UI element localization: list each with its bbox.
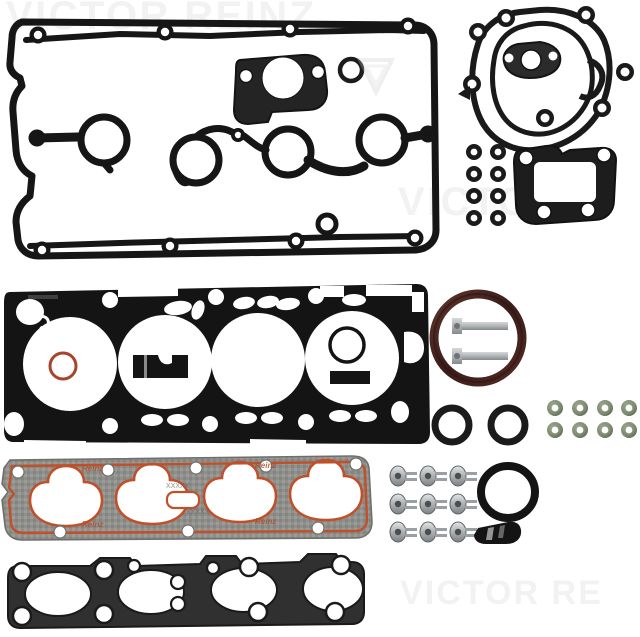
sealing-washers-dark [466, 144, 506, 226]
svg-text:XXXXX: XXXXX [166, 483, 190, 490]
oil-pump-port-gasket [502, 40, 562, 80]
spark-plug-seal-ring-group [32, 113, 433, 187]
intake-ports [28, 458, 364, 528]
thermostat-housing-gasket [512, 144, 618, 226]
camshaft-cap-gasket [232, 53, 329, 126]
head-gasket-bore-oring [48, 351, 78, 381]
rubber-plug [474, 521, 522, 544]
intake-gasket-print-grey: XXXXX XXXXX [166, 483, 210, 516]
head-gasket-passages-top [16, 288, 366, 346]
water-pump-gasket [458, 6, 634, 154]
sealing-washers-green [547, 400, 637, 438]
intake-manifold-gasket: Reinz Reinz Reinz Reinz XXXXX XXXXX [1, 455, 373, 541]
head-gasket-shim-bore2 [133, 355, 188, 378]
reinz-logo-mark [356, 58, 396, 97]
head-gasket-features-bore4 [328, 326, 370, 384]
valve-cover-gasket [6, 17, 440, 260]
exhaust-ports [24, 566, 364, 617]
small-oring-top [337, 56, 365, 84]
orings-medium [431, 404, 529, 446]
svg-text:Reinz: Reinz [255, 517, 276, 526]
svg-text:Reinz: Reinz [82, 520, 103, 529]
head-gasket-passages-bottom [4, 401, 409, 436]
svg-text:Reinz: Reinz [82, 464, 103, 473]
svg-text:XXXXX: XXXXX [186, 509, 210, 516]
intake-gasket-bolt-holes [11, 457, 363, 539]
cylinder-head-gasket [4, 283, 430, 450]
exhaust-gasket-bolt-holes [11, 554, 352, 627]
valve-stem-seals [389, 465, 477, 543]
flange-bolts [452, 318, 508, 364]
intake-gasket-print: Reinz Reinz Reinz Reinz [82, 461, 276, 529]
svg-text:Reinz: Reinz [255, 461, 276, 470]
water-pump-bolt-holes [463, 6, 634, 127]
oring-large-lower [477, 462, 539, 522]
crankshaft-seal [429, 289, 527, 387]
exhaust-manifold-gasket [7, 553, 365, 630]
